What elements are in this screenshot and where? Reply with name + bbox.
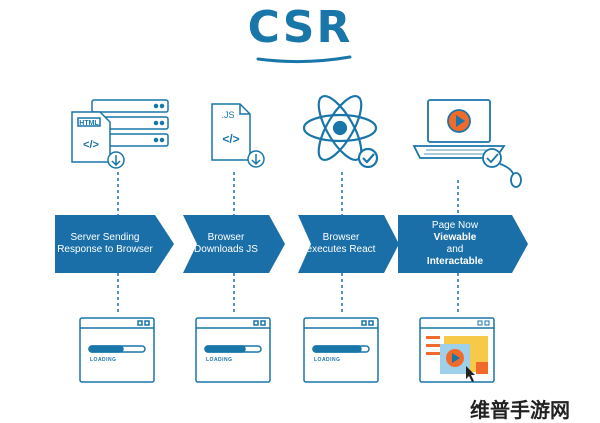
loading-label-2: LOADING: [206, 357, 233, 363]
loading-label-1: LOADING: [90, 357, 117, 363]
title-underline: [256, 55, 352, 64]
js-document-download-icon: .JS </>: [211, 103, 265, 168]
interactive-page-screen: [419, 317, 495, 383]
js-label: .JS: [221, 110, 234, 120]
react-atom-check-icon: [302, 95, 379, 169]
step-2-arrow: [183, 215, 285, 273]
watermark: 维普手游网: [470, 398, 570, 422]
loading-screen-2: [195, 317, 271, 383]
step-4-label: Page Now Viewable and Interactable: [426, 220, 484, 267]
code-glyph-2: </>: [222, 132, 239, 146]
step-3-arrow: [298, 215, 399, 273]
step-1-arrow: [55, 215, 174, 273]
step-band: [55, 215, 528, 273]
loading-screen-3: [303, 317, 379, 383]
laptop-video-check-icon: [412, 99, 522, 188]
html-document-server-icon: HTML </>: [71, 99, 169, 169]
cursor-icon: [466, 366, 475, 382]
code-glyph-1: </>: [83, 139, 99, 151]
html-label: HTML: [79, 120, 99, 127]
loading-label-3: LOADING: [314, 357, 341, 363]
connector-lines: [117, 172, 459, 312]
loading-screen-1: [79, 317, 155, 383]
step-4-arrow: [398, 215, 528, 273]
page-title: CSR: [247, 2, 353, 53]
